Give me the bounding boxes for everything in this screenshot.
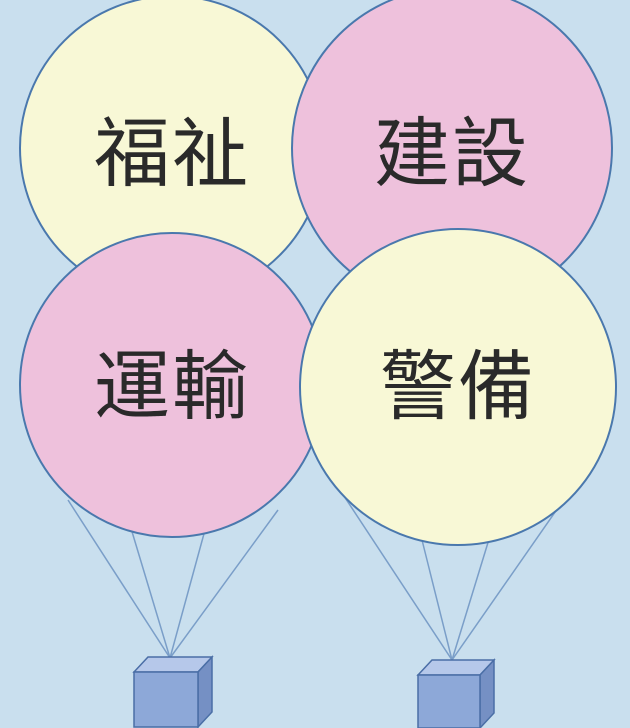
strings-right xyxy=(339,489,561,661)
balloon-label: 建設 xyxy=(374,109,530,198)
balloon-label: 運輸 xyxy=(94,342,250,431)
string xyxy=(451,535,491,661)
balloon-fukushi: 福祉 xyxy=(19,0,325,301)
strings-left xyxy=(67,499,279,659)
balloon-label: 警備 xyxy=(380,342,536,431)
balloon-kensetsu: 建設 xyxy=(291,0,613,309)
balloon-keibi: 警備 xyxy=(299,228,617,546)
string xyxy=(419,531,453,661)
cube-icon xyxy=(132,655,214,728)
string xyxy=(67,499,171,659)
box-front xyxy=(417,674,481,728)
balloon-unyu: 運輸 xyxy=(19,232,325,538)
string xyxy=(169,509,279,659)
string xyxy=(339,489,453,661)
balloon-label: 福祉 xyxy=(94,109,250,198)
box-front xyxy=(133,671,199,728)
string xyxy=(169,529,206,659)
cube-icon xyxy=(416,658,496,728)
string xyxy=(129,524,171,659)
balloon-shape xyxy=(299,228,617,546)
string xyxy=(451,504,561,661)
